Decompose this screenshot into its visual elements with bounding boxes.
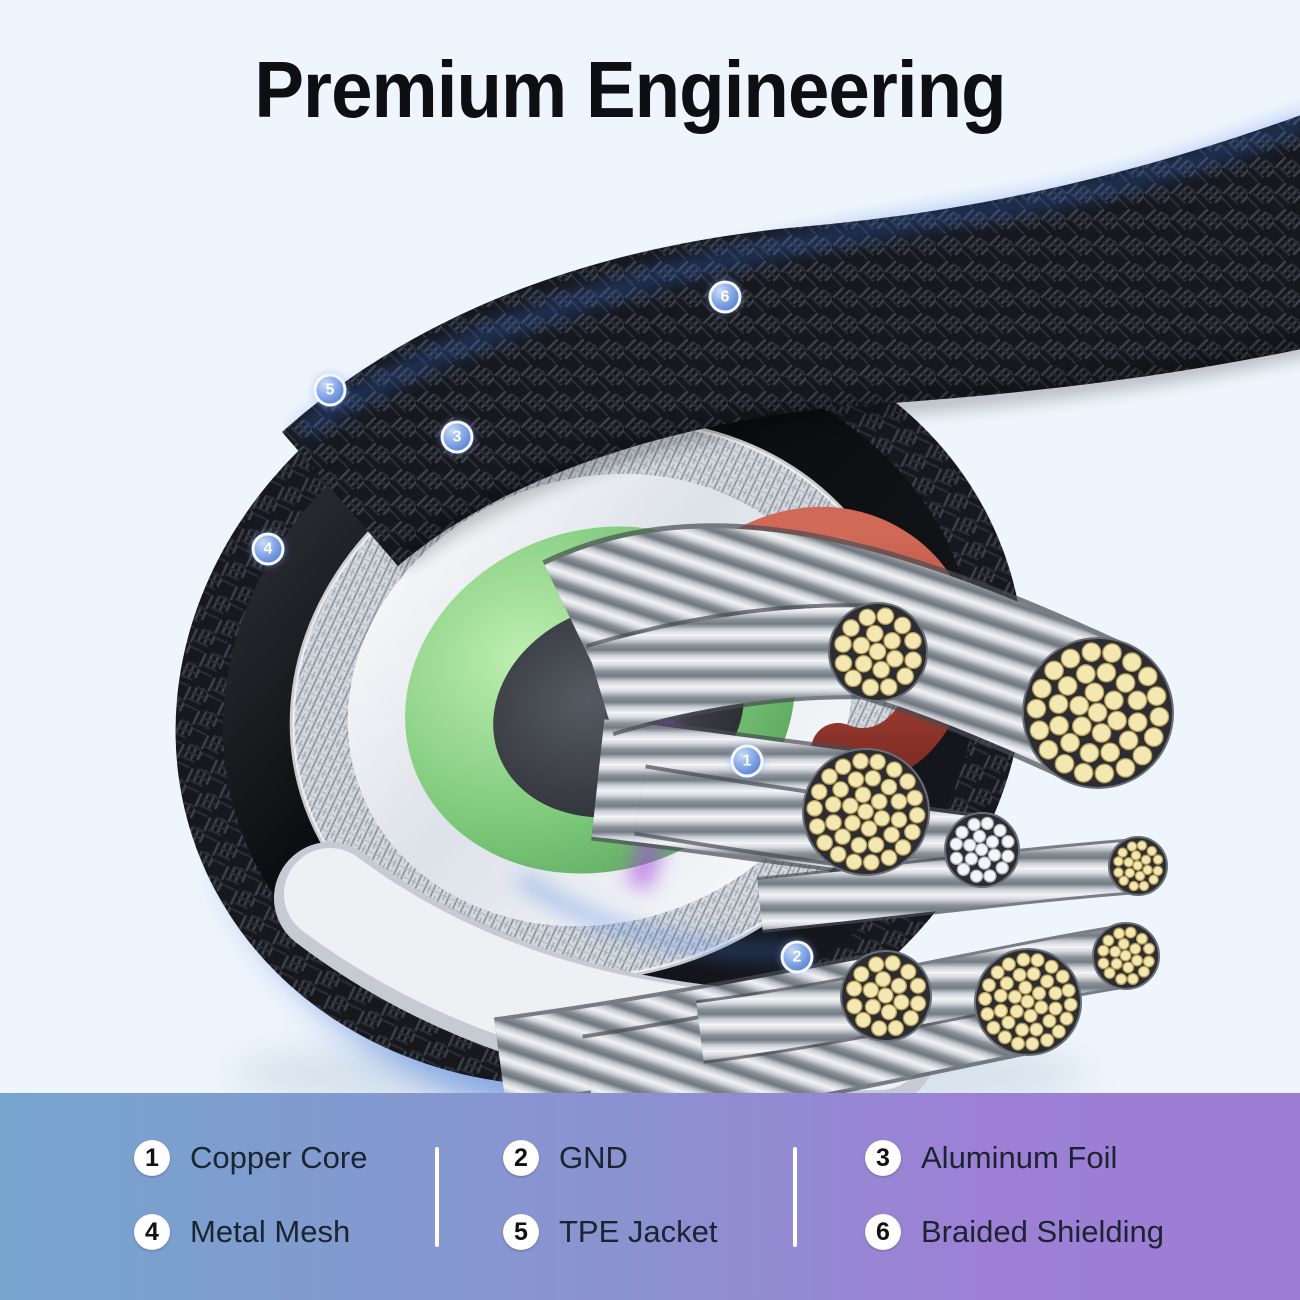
legend-number-badge: 5 — [503, 1214, 539, 1250]
legend-number-badge: 4 — [134, 1214, 170, 1250]
legend-grid: 1 Copper Core 2 GND 3 Aluminum Foil 4 Me… — [0, 1093, 1300, 1269]
legend-label: TPE Jacket — [559, 1214, 718, 1249]
legend-label: Braided Shielding — [921, 1214, 1165, 1249]
wire-end — [1022, 637, 1174, 789]
legend-number-badge: 3 — [865, 1140, 901, 1176]
legend-label: GND — [559, 1140, 628, 1175]
legend-item: 1 Copper Core — [0, 1121, 437, 1195]
wire-end — [1092, 922, 1160, 990]
legend-label: Aluminum Foil — [921, 1140, 1118, 1175]
blue-sheen — [296, 114, 1300, 436]
legend-item: 4 Metal Mesh — [0, 1195, 437, 1269]
wire-end — [944, 812, 1020, 888]
callout-badge-6: 6 — [708, 280, 742, 314]
wire-end — [802, 748, 930, 876]
legend-item: 5 TPE Jacket — [437, 1195, 795, 1269]
legend-item: 6 Braided Shielding — [795, 1195, 1300, 1269]
legend-label: Copper Core — [190, 1140, 368, 1175]
legend-number-badge: 6 — [865, 1214, 901, 1250]
braided-cable-sweep — [282, 114, 1300, 566]
legend-item: 2 GND — [437, 1121, 795, 1195]
callout-badge-2: 2 — [780, 940, 814, 974]
legend-divider — [793, 1147, 797, 1247]
legend-number-badge: 1 — [134, 1140, 170, 1176]
legend-number-badge: 2 — [503, 1140, 539, 1176]
legend-label: Metal Mesh — [190, 1214, 351, 1249]
callout-badge-5: 5 — [313, 373, 347, 407]
page-title: Premium Engineering — [254, 45, 1006, 134]
legend-divider — [435, 1147, 439, 1247]
wire-end — [974, 948, 1082, 1056]
callout-badge-4: 4 — [251, 532, 285, 566]
blue-streak — [516, 873, 791, 957]
wire-end — [840, 950, 932, 1042]
wire-end — [828, 602, 928, 702]
wire-end — [1108, 836, 1168, 896]
legend-panel: 1 Copper Core 2 GND 3 Aluminum Foil 4 Me… — [0, 1093, 1300, 1300]
copper-core-wires — [494, 523, 1174, 1138]
callout-badge-3: 3 — [440, 420, 474, 454]
callout-badge-1: 1 — [730, 744, 764, 778]
legend-item: 3 Aluminum Foil — [795, 1121, 1300, 1195]
